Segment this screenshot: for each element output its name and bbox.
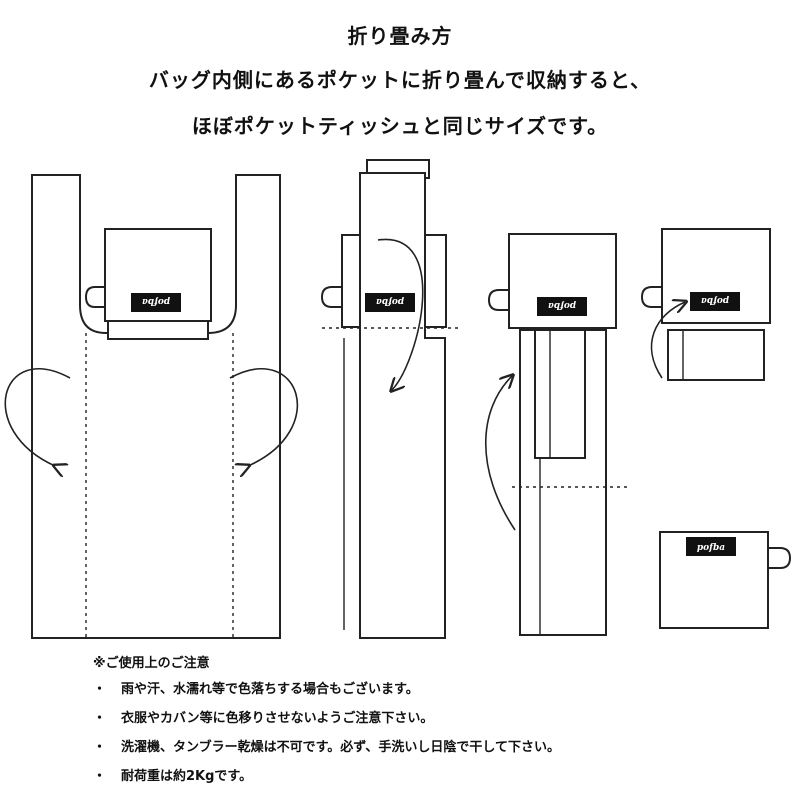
notes-item: ・ 雨や汗、水濡れ等で色落ちする場合もございます。 xyxy=(93,682,419,711)
loop-handle-4 xyxy=(640,286,662,308)
svg-text:pofba: pofba xyxy=(697,543,725,553)
step-3-tucked xyxy=(484,233,628,636)
usage-notes: ※ご使用上のご注意 ・ 雨や汗、水濡れ等で色落ちする場合もございます。 ・ 衣服… xyxy=(93,652,560,798)
svg-text:pofba: pofba xyxy=(142,296,170,306)
notes-item: ・ 耐荷重は約2Kgです。 xyxy=(93,769,252,798)
fold-arrow-right xyxy=(229,368,299,466)
pocket-opening xyxy=(107,320,209,340)
subtitle-line-1: バッグ内側にあるポケットに折り畳んで収納すると、 xyxy=(148,68,652,92)
folded-block-4 xyxy=(667,329,765,381)
notes-title: ※ご使用上のご注意 xyxy=(93,656,210,671)
bullet: ・ xyxy=(93,769,107,784)
brand-label-final: pofba xyxy=(686,537,736,556)
notes-item-text: 衣服やカバン等に色移りさせないようご注意下さい。 xyxy=(121,711,434,726)
brand-label-3: pofba xyxy=(537,297,587,316)
strip-inner-3 xyxy=(534,329,586,459)
page-title: 折り畳み方 xyxy=(347,24,453,48)
bullet: ・ xyxy=(93,711,107,726)
brand-label-1: pofba xyxy=(131,293,181,312)
brand-label-4: pofba xyxy=(690,292,740,311)
notes-item-text: 雨や汗、水濡れ等で色落ちする場合もございます。 xyxy=(121,682,419,697)
fold-arrow-into-pocket xyxy=(650,302,685,379)
notes-item-text: 耐荷重は約2Kgです。 xyxy=(121,769,253,784)
step-1-open-bag xyxy=(4,174,299,639)
svg-text:pofba: pofba xyxy=(548,300,576,310)
loop-handle-2 xyxy=(320,286,342,308)
loop-handle xyxy=(84,286,105,308)
step-2-folded-lengthwise xyxy=(320,159,462,639)
notes-item: ・ 衣服やカバン等に色移りさせないようご注意下さい。 xyxy=(93,711,433,740)
loop-handle-3 xyxy=(487,289,509,311)
notes-item-text: 洗濯機、タンブラー乾燥は不可です。必ず、手洗いし日陰で干して下さい。 xyxy=(121,740,561,755)
notes-list: ・ 雨や汗、水濡れ等で色落ちする場合もございます。 ・ 衣服やカバン等に色移りさ… xyxy=(93,682,560,798)
bullet: ・ xyxy=(93,740,107,755)
brand-label-2: pofba xyxy=(365,293,415,312)
fold-arrow-left xyxy=(4,368,71,466)
loop-handle-final xyxy=(768,547,792,569)
bullet: ・ xyxy=(93,682,107,697)
fold-arrow-up xyxy=(484,376,515,531)
svg-text:pofba: pofba xyxy=(376,296,404,306)
fold-arrow-down xyxy=(377,238,424,390)
svg-text:pofba: pofba xyxy=(701,295,729,305)
notes-item: ・ 洗濯機、タンブラー乾燥は不可です。必ず、手洗いし日陰で干して下さい。 xyxy=(93,740,560,769)
subtitle-line-2: ほぼポケットティッシュと同じサイズです。 xyxy=(191,114,609,138)
